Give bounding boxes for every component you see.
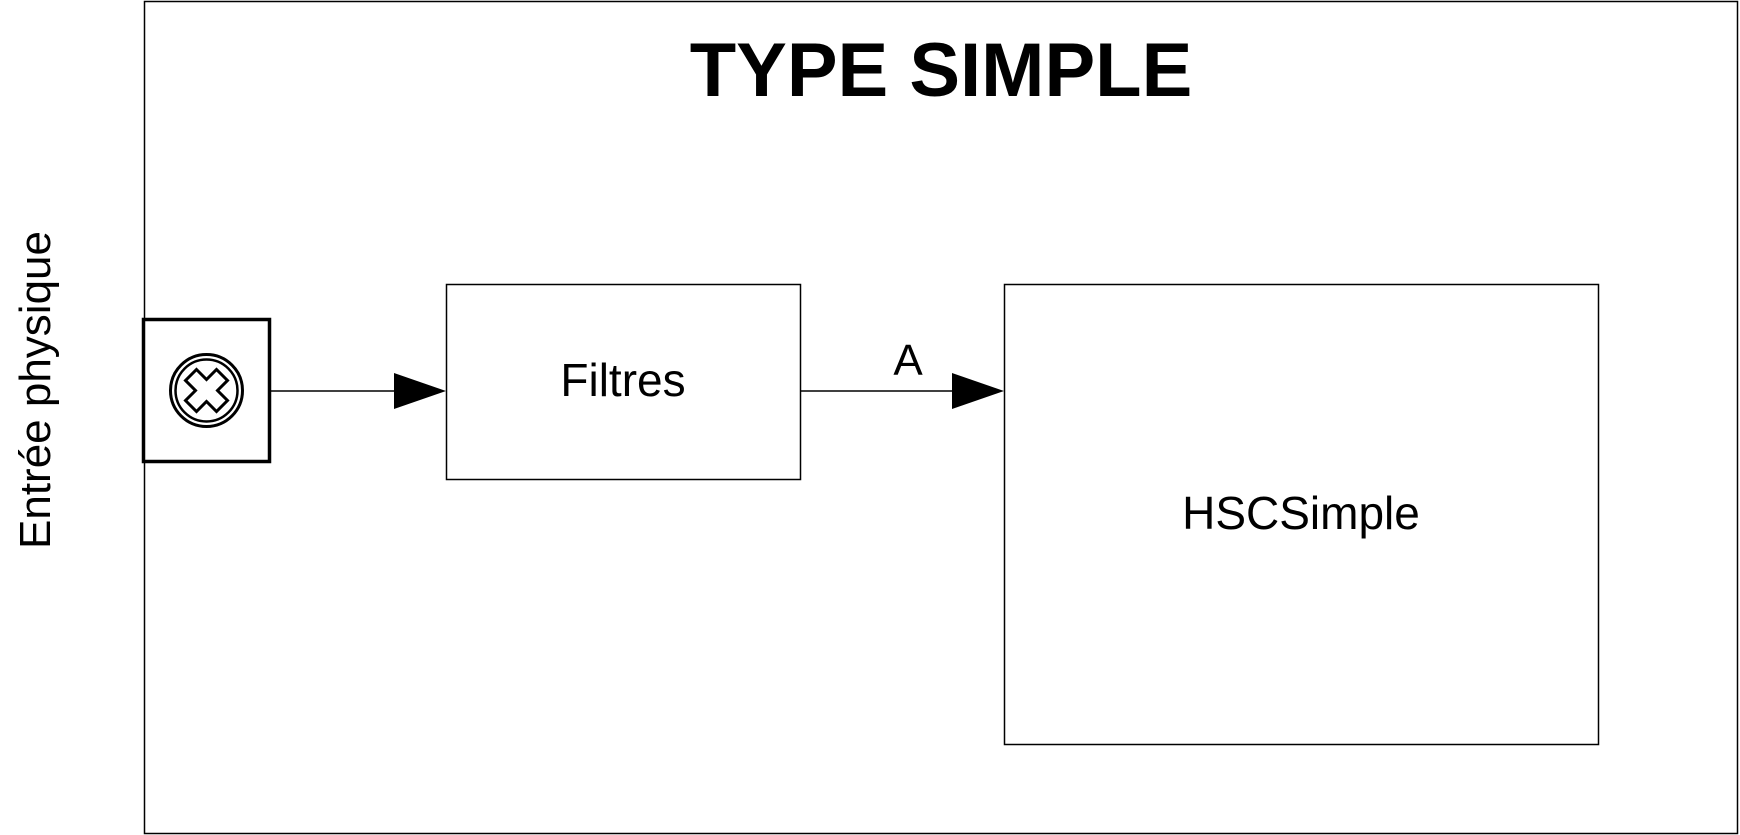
- hscsimple-box: [1003, 283, 1600, 746]
- physical-input-symbol: [141, 317, 272, 464]
- diagram-title: TYPE SIMPLE: [690, 28, 1193, 113]
- filtres-node: Filtres: [445, 283, 802, 481]
- side-label: Entrée physique: [11, 231, 60, 549]
- circled-cross-icon: [169, 353, 244, 428]
- filtres-box: [445, 283, 802, 481]
- hscsimple-label: HSCSimple: [1182, 487, 1420, 539]
- filtres-label: Filtres: [560, 354, 685, 406]
- input-to-filtres-arrow: [270, 373, 446, 409]
- filtres-to-hscsimple-arrow: A: [801, 336, 1004, 409]
- hscsimple-node: HSCSimple: [1003, 283, 1600, 746]
- edge-label-a: A: [893, 336, 923, 385]
